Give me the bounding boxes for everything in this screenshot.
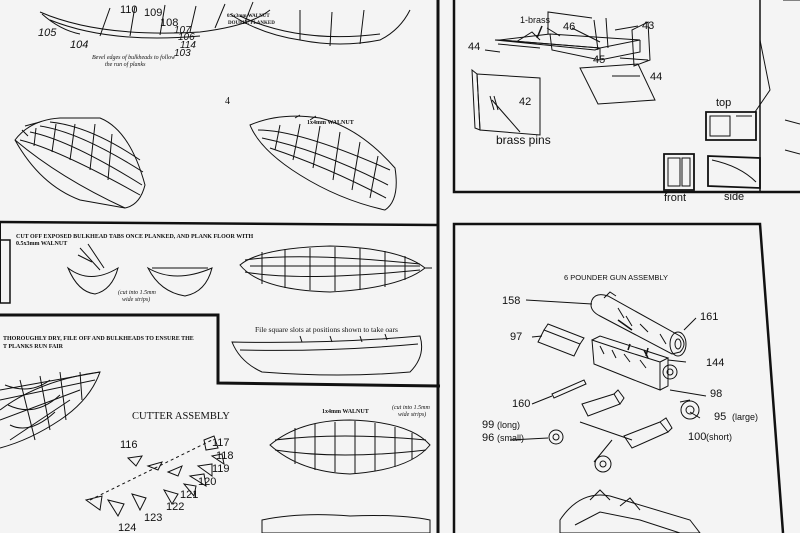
strip-note-line2: wide strips) — [122, 297, 151, 303]
part-label-103: 103 — [174, 48, 191, 59]
strip-note-bottom-line1: (cut into 1.5mm — [392, 405, 430, 411]
part-label-43: 43 — [642, 20, 655, 32]
part-label-158: 158 — [502, 295, 521, 307]
cutter-assembly-title: CUTTER ASSEMBLY — [132, 411, 230, 422]
part-label-160: 160 — [512, 398, 531, 410]
part-label-107: 107 — [174, 25, 191, 36]
part-label-45: 45 — [593, 54, 606, 66]
walnut-label-bottom: 1x4mm WALNUT — [322, 409, 369, 415]
part-note-long: (long) — [497, 420, 521, 430]
border-top-right — [452, 0, 800, 194]
front-view-label: front — [664, 192, 687, 204]
walnut-label-top: 1x4mm WALNUT — [307, 120, 354, 126]
page-number: 4 — [225, 96, 230, 107]
border-top-left-bottom — [0, 220, 439, 227]
cut-off-note-line1: CUT OFF EXPOSED BULKHEAD TABS ONCE PLANK… — [16, 234, 254, 240]
part-label-116: 116 — [120, 439, 138, 451]
side-view-label: side — [724, 191, 745, 203]
bevel-note-line2: the run of planks — [105, 62, 146, 68]
part-label-44-right: 44 — [650, 71, 663, 83]
part-note-small: (small) — [497, 433, 524, 443]
part-label-119: 119 — [212, 463, 230, 475]
gun-assembly-title: 6 POUNDER GUN ASSEMBLY — [564, 273, 669, 282]
part-label-120: 120 — [198, 476, 217, 488]
file-slots-note: File square slots at positions shown to … — [255, 325, 398, 334]
strip-note-bottom-line2: wide strips) — [398, 412, 427, 418]
brass-label: 1-brass — [520, 15, 551, 25]
part-label-97: 97 — [510, 331, 523, 343]
border-bottom-right — [452, 222, 785, 533]
part-label-99: 99 — [482, 419, 495, 431]
bevel-note-line1: Bevel edges of bulkheads to follow — [92, 55, 176, 61]
cut-off-note-line2: 0.5x3mm WALNUT — [16, 241, 68, 247]
dry-note-line1: THOROUGHLY DRY, FILE OFF AND BULKHEADS T… — [3, 336, 194, 342]
part-label-118: 118 — [216, 450, 234, 462]
part-label-109: 109 — [144, 7, 163, 19]
part-label-123: 123 — [144, 512, 163, 524]
part-note-short: (short) — [706, 432, 733, 442]
part-label-44-left: 44 — [468, 41, 481, 53]
part-label-104: 104 — [70, 39, 89, 51]
part-note-large: (large) — [732, 412, 759, 422]
part-label-106: 106 — [178, 32, 195, 43]
strip-note-line1: (cut into 1.5mm — [118, 290, 156, 296]
double-planked-line2: DOUBLE PLANKED — [228, 21, 275, 26]
part-label-117: 117 — [212, 437, 230, 449]
part-label-42: 42 — [519, 96, 532, 108]
part-label-124: 124 — [118, 522, 137, 533]
part-label-96: 96 — [482, 432, 495, 444]
part-label-100: 100 — [688, 431, 707, 443]
part-label-46: 46 — [563, 21, 576, 33]
part-label-98: 98 — [710, 388, 723, 400]
dry-note-line2: T PLANKS RUN FAIR — [3, 344, 63, 350]
top-view-label: top — [716, 97, 732, 109]
part-label-105: 105 — [38, 27, 57, 39]
border-bottom-left — [0, 313, 441, 388]
part-label-95: 95 — [714, 411, 727, 423]
part-label-122: 122 — [166, 501, 185, 513]
part-label-121: 121 — [180, 489, 199, 501]
double-planked-line1: 0.5x3mm WALNUT — [227, 14, 270, 19]
part-label-144: 144 — [706, 357, 725, 369]
part-label-161: 161 — [700, 311, 719, 323]
brass-pins-label: brass pins — [496, 133, 551, 147]
part-label-114: 114 — [180, 40, 196, 51]
part-label-108: 108 — [160, 17, 179, 29]
part-label-110: 110 — [120, 4, 138, 16]
